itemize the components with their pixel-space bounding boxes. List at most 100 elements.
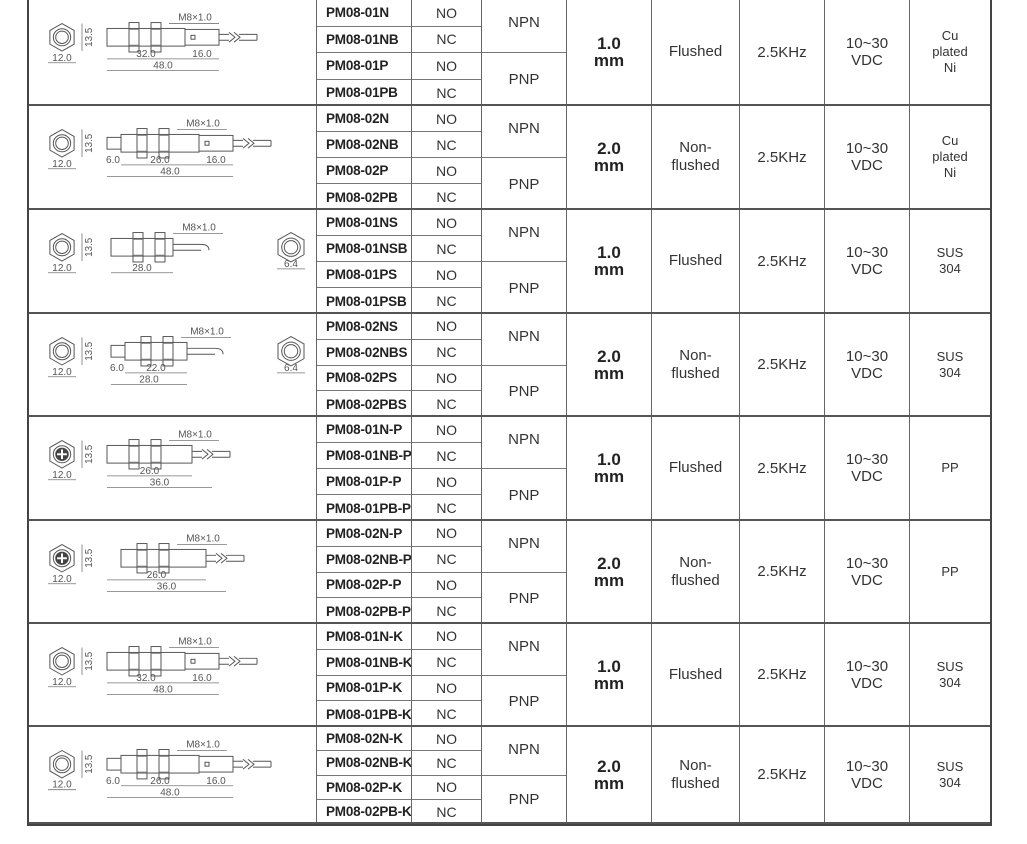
cable-icon — [212, 450, 231, 458]
sensing-distance-line: 2.0 — [597, 139, 621, 158]
lock-nut-icon — [136, 543, 148, 574]
output-config: NC — [436, 84, 457, 101]
model-number: PM08-02PS — [317, 366, 411, 392]
housing-material-line: Ni — [943, 165, 957, 180]
model-number: PM08-02NS — [317, 314, 411, 340]
mounting-type-line: Flushed — [668, 252, 723, 269]
dim-width-label: 12.0 — [52, 263, 72, 274]
sensing-distance-line: 1.0 — [597, 34, 621, 53]
dim-body-length-label: 26.0 — [140, 466, 160, 477]
switching-frequency-value: 2.5KHz — [757, 43, 807, 61]
model-number: PM08-02PB — [326, 189, 398, 205]
switching-frequency: 2.5KHz — [739, 210, 824, 312]
model-number: PM08-02P-K — [317, 776, 411, 800]
sensor-body-icon — [120, 548, 207, 568]
model-number: PM08-01P — [317, 53, 411, 80]
output-config: NC — [436, 706, 457, 723]
model-number: PM08-01NS — [317, 210, 411, 236]
supply-voltage-line: VDC — [851, 261, 883, 278]
dim-body-length-label: 32.0 — [136, 49, 156, 60]
cable-icon — [226, 554, 245, 562]
dim-gap-label: 6.0 — [106, 155, 120, 166]
output-type: PNP — [508, 175, 540, 193]
output-config: NO — [412, 262, 481, 288]
switching-frequency: 2.5KHz — [739, 417, 824, 519]
output-config: NO — [412, 366, 481, 392]
model-number: PM08-01N — [317, 0, 411, 27]
lock-nut-icon — [150, 22, 162, 53]
model-number: PM08-02N-K — [317, 727, 411, 752]
sensor-body-icon — [106, 27, 186, 47]
sensing-distance-line: mm — [593, 673, 625, 693]
cable-icon — [253, 760, 272, 768]
supply-voltage-line: VDC — [851, 571, 883, 589]
hex-nut-face-icon — [49, 749, 75, 779]
sensing-distance-line: mm — [593, 773, 625, 793]
model-number: PM08-02PBS — [326, 396, 407, 412]
dim-height-label: 13.5 — [84, 651, 95, 671]
output-config: NO — [412, 314, 481, 340]
sensor-body-icon — [124, 341, 188, 361]
cable-icon — [173, 243, 210, 251]
output-type: NPN — [482, 0, 566, 53]
output-config: NC — [436, 293, 457, 309]
mounting-type: Flushed — [651, 0, 739, 104]
supply-voltage-line: VDC — [851, 774, 883, 792]
mounting-type-line: Non- — [679, 139, 712, 156]
housing-material: PP — [909, 521, 990, 622]
model-number: PM08-02N — [317, 106, 411, 132]
sensing-distance-line: mm — [593, 363, 625, 383]
output-config: NC — [436, 189, 457, 205]
dim-width-label: 12.0 — [52, 574, 72, 585]
model-number: PM08-01N-P — [317, 417, 411, 443]
sensing-distance-line: mm — [593, 51, 625, 70]
switching-frequency: 2.5KHz — [739, 106, 824, 208]
output-config: NC — [412, 650, 481, 676]
mounting-type-line: flushed — [671, 157, 720, 174]
output-config: NO — [412, 417, 481, 443]
output-config: NC — [412, 27, 481, 53]
switching-frequency-value: 2.5KHz — [757, 766, 807, 783]
output-config: NO — [412, 469, 481, 495]
model-number: PM08-01P-K — [317, 676, 411, 702]
housing-material-line: Cu — [941, 28, 959, 43]
supply-voltage-line: 10~30 — [845, 554, 889, 572]
dim-width-label: 12.0 — [52, 470, 72, 481]
dim-gap-label: 6.0 — [110, 363, 124, 374]
housing-material-line: PP — [941, 460, 959, 475]
mounting-type: Non-flushed — [651, 106, 739, 208]
dim-body-length-label: 28.0 — [132, 263, 152, 274]
supply-voltage-line: 10~30 — [845, 657, 889, 675]
thread-spec-label: M8×1.0 — [178, 13, 212, 24]
supply-voltage-line: 10~30 — [845, 347, 889, 365]
housing-material-line: Ni — [943, 60, 957, 75]
mounting-type-line: Non- — [679, 756, 712, 774]
supply-voltage-line: 10~30 — [845, 140, 889, 157]
dim-total-length-label: 36.0 — [157, 582, 177, 593]
model-number: PM08-01NB — [317, 27, 411, 53]
dim-height-label: 13.5 — [84, 133, 95, 153]
mounting-type: Flushed — [651, 210, 739, 312]
output-config: NC — [436, 396, 457, 413]
sensor-body-icon — [106, 651, 186, 671]
supply-voltage-line: VDC — [851, 364, 883, 382]
